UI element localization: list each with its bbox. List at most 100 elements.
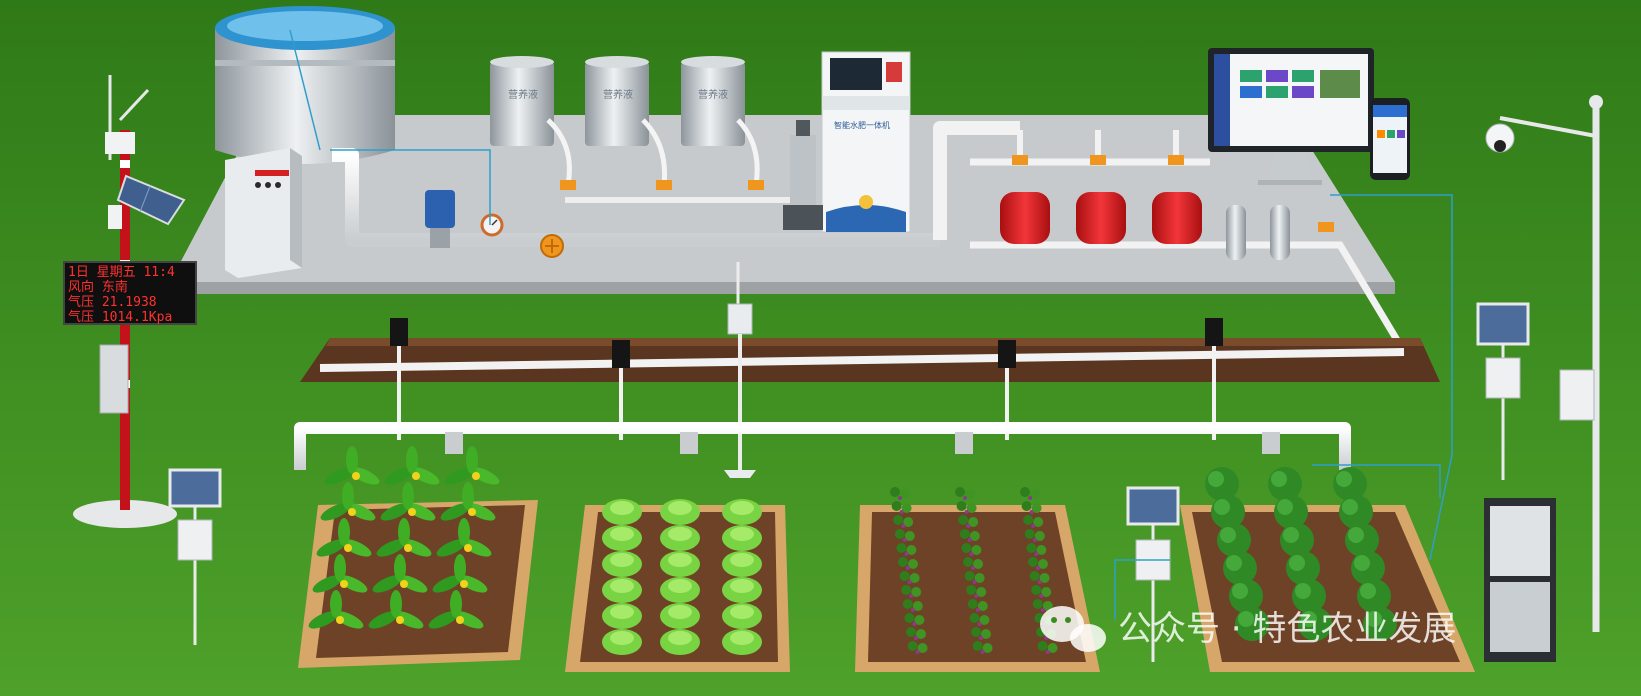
shrub-plants [1205, 467, 1397, 641]
tomato-plant [1029, 571, 1050, 584]
disc-filter [1226, 205, 1290, 260]
sensor-cable [330, 149, 1453, 620]
tomato-plant [1026, 543, 1047, 556]
cabbage [722, 499, 762, 525]
cabbage [722, 629, 762, 655]
shrub [1280, 523, 1314, 557]
tomato-plant [906, 627, 926, 640]
shrub [1339, 495, 1373, 529]
shrub [1345, 523, 1379, 557]
tomato-plant [904, 613, 925, 626]
tomato-plant [955, 487, 975, 500]
wireless-gateway-post [724, 262, 756, 478]
shrub [1229, 579, 1263, 613]
smartphone-icon [1370, 98, 1410, 180]
tomato-plant [1020, 487, 1040, 500]
tomato-plant [893, 515, 914, 528]
tomato-plant [958, 515, 979, 528]
tomato-plant [1032, 599, 1053, 612]
banana-plant [372, 554, 428, 593]
tomato-plant [964, 571, 985, 584]
tomato-plant [1031, 585, 1052, 598]
shrub [1286, 551, 1320, 585]
sand-filter-tank-3 [1152, 192, 1202, 244]
tomato-plant [1023, 515, 1044, 528]
cabbage [660, 577, 700, 603]
valve-icon [540, 234, 564, 258]
tomato-plant [896, 543, 917, 556]
led-line-pressure: 气压 1014.1Kpa [68, 309, 172, 325]
tomato-plant [959, 529, 980, 542]
tomato-plant [907, 641, 928, 654]
tomato-plant [967, 599, 988, 612]
banana-plant [384, 446, 440, 485]
shrub [1205, 467, 1239, 501]
tomato-plant [956, 501, 977, 514]
computer-monitor-icon [1208, 48, 1374, 185]
valve-icon [560, 155, 1334, 232]
banana-plant [312, 554, 368, 593]
led-line-value: 气压 21.1938 [68, 294, 157, 310]
solar-panel-icon [1476, 302, 1530, 480]
shrub [1363, 607, 1397, 641]
shrub [1333, 467, 1367, 501]
cabbage [602, 551, 642, 577]
shrub [1292, 579, 1326, 613]
tomato-plant [1021, 501, 1042, 514]
solar-panel-icon [116, 174, 186, 226]
shrub [1274, 495, 1308, 529]
pump-icon [783, 120, 823, 230]
cabbage-plants [602, 499, 762, 655]
shrub [1211, 495, 1245, 529]
cabbage [722, 525, 762, 551]
banana-plant [432, 554, 488, 593]
equipment-platform-edge [170, 282, 1395, 294]
cabbage [602, 499, 642, 525]
nutrient-tank-label: 营养液 [698, 88, 728, 101]
server-cabinet-icon [1484, 498, 1556, 662]
cabbage [660, 525, 700, 551]
tomato-plant [961, 543, 982, 556]
banana-plant [436, 518, 492, 557]
shrub [1268, 467, 1302, 501]
shrub [1357, 579, 1391, 613]
cctv-camera-icon [1485, 95, 1603, 632]
banana-plant [380, 482, 436, 521]
tomato-plant [1024, 529, 1045, 542]
banana-plant [376, 518, 432, 557]
soil-sensor-station-left [168, 468, 222, 645]
cabbage [660, 629, 700, 655]
sand-filter-tank-2 [1076, 192, 1126, 244]
distribution-pipe [294, 422, 1351, 470]
fertigation-machine: 智能水肥一体机 [821, 51, 911, 233]
banana-plant [444, 446, 500, 485]
tomato-plant [1037, 641, 1058, 654]
shrub [1298, 607, 1332, 641]
cabbage [660, 551, 700, 577]
tomato-plant [963, 557, 983, 570]
main-trench [300, 338, 1440, 382]
tomato-plant [894, 529, 915, 542]
nutrient-tank-label: 营养液 [603, 88, 633, 101]
tomato-plant [971, 627, 991, 640]
pressure-gauge-icon [480, 213, 504, 237]
centrifugal-pump-icon [425, 190, 455, 248]
watermark-text: 公众号 · 特色农业发展 [1118, 609, 1456, 649]
banana-plant [320, 482, 376, 521]
wechat-icon [1040, 606, 1106, 652]
tomato-plant [969, 613, 990, 626]
tomato-plant [891, 501, 912, 514]
led-line-wind-direction: 风向 东南 [68, 279, 128, 295]
nutrient-tank-3: 营养液 [681, 56, 745, 146]
cabbage [660, 499, 700, 525]
banana-plant [440, 482, 496, 521]
banana-plant [428, 590, 484, 629]
tomato-plants [890, 487, 1058, 654]
cabbage [722, 551, 762, 577]
led-line-date: 1日 星期五 11:4 [68, 265, 175, 280]
tomato-plant [901, 585, 922, 598]
watermark: 公众号 · 特色农业发展 [1040, 606, 1456, 652]
nutrient-tank-2: 营养液 [585, 56, 649, 146]
banana-plant [368, 590, 424, 629]
